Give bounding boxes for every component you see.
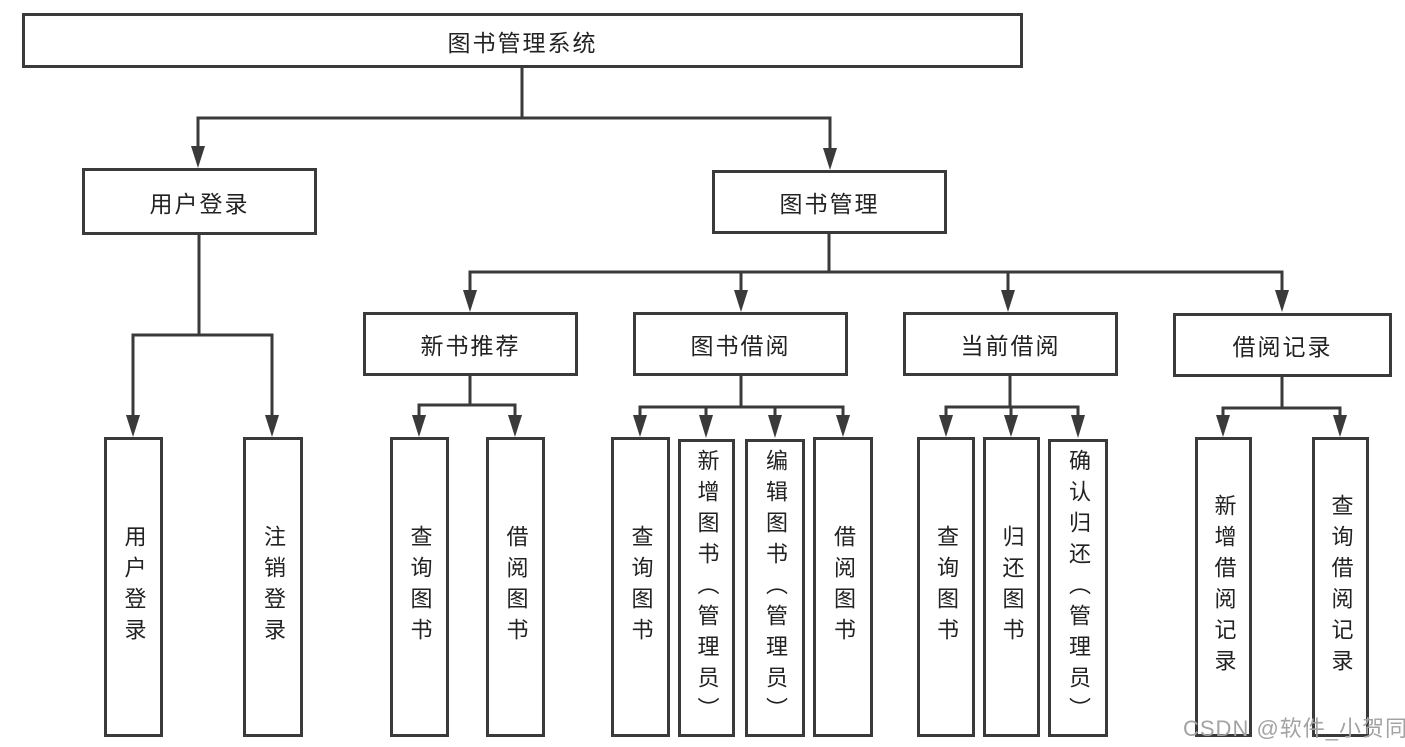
leaf-nbr-query-books: 查询图书 bbox=[390, 437, 449, 737]
leaf-logout-label: 注销登录 bbox=[261, 525, 286, 649]
node-root: 图书管理系统 bbox=[22, 13, 1023, 68]
leaf-br-query-record-label: 查询借阅记录 bbox=[1328, 494, 1354, 680]
leaf-bb-add-books-admin: 新增图书（管理员） bbox=[678, 439, 735, 737]
leaf-cb-confirm-return-admin: 确认归还（管理员） bbox=[1048, 439, 1108, 737]
connector-arrowhead bbox=[463, 290, 477, 312]
connector-arrowhead bbox=[1071, 415, 1085, 438]
leaf-br-query-record: 查询借阅记录 bbox=[1312, 437, 1369, 737]
node-current-borrowing: 当前借阅 bbox=[903, 312, 1118, 376]
connector-arrowhead bbox=[191, 146, 205, 168]
leaf-bb-add-books-admin-label: 新增图书（管理员） bbox=[694, 448, 720, 728]
leaf-bb-query-books: 查询图书 bbox=[611, 437, 670, 737]
leaf-cb-query-books: 查询图书 bbox=[917, 437, 975, 737]
connector-arrowhead bbox=[126, 415, 140, 437]
connector-arrowhead bbox=[734, 290, 748, 312]
leaf-user-login: 用户登录 bbox=[104, 437, 163, 737]
leaf-bb-borrow-books: 借阅图书 bbox=[813, 437, 873, 737]
leaf-cb-return-books: 归还图书 bbox=[983, 437, 1040, 737]
leaf-cb-return-books-label: 归还图书 bbox=[999, 525, 1025, 649]
leaf-br-add-record-label: 新增借阅记录 bbox=[1211, 494, 1237, 680]
connector-arrowhead bbox=[633, 415, 647, 437]
connector-arrowhead bbox=[1333, 415, 1347, 437]
connector-arrowhead bbox=[412, 415, 426, 437]
leaf-bb-edit-books-admin-label: 编辑图书（管理员） bbox=[763, 448, 788, 728]
connector-arrowhead bbox=[768, 415, 782, 438]
node-user-login-label: 用户登录 bbox=[149, 190, 250, 217]
node-user-login: 用户登录 bbox=[82, 168, 317, 235]
node-book-borrowing: 图书借阅 bbox=[633, 312, 848, 376]
node-book-borrowing-label: 图书借阅 bbox=[690, 333, 791, 359]
leaf-br-add-record: 新增借阅记录 bbox=[1195, 437, 1252, 737]
connector-arrowhead bbox=[265, 415, 279, 437]
node-book-management-label: 图书管理 bbox=[779, 191, 880, 217]
node-new-book-recommend: 新书推荐 bbox=[363, 312, 578, 376]
leaf-user-login-label: 用户登录 bbox=[121, 525, 147, 649]
leaf-bb-edit-books-admin: 编辑图书（管理员） bbox=[745, 439, 805, 737]
leaf-nbr-borrow-books-label: 借阅图书 bbox=[503, 525, 529, 649]
connector-arrowhead bbox=[1001, 290, 1015, 312]
node-book-management: 图书管理 bbox=[712, 170, 947, 234]
leaf-nbr-query-books-label: 查询图书 bbox=[407, 525, 433, 649]
leaf-cb-query-books-label: 查询图书 bbox=[934, 525, 959, 649]
connector-arrowhead bbox=[699, 415, 713, 438]
connector-arrowhead bbox=[1216, 415, 1230, 437]
leaf-logout: 注销登录 bbox=[243, 437, 303, 737]
connector-arrowhead bbox=[1275, 290, 1289, 312]
connector-arrowhead bbox=[836, 415, 850, 437]
connector-arrowhead bbox=[823, 148, 837, 170]
node-borrow-records-label: 借阅记录 bbox=[1232, 334, 1333, 360]
connector-arrowhead bbox=[508, 415, 522, 437]
leaf-bb-borrow-books-label: 借阅图书 bbox=[831, 525, 856, 649]
leaf-cb-confirm-return-admin-label: 确认归还（管理员） bbox=[1066, 448, 1091, 728]
node-root-label: 图书管理系统 bbox=[447, 29, 598, 56]
node-borrow-records: 借阅记录 bbox=[1173, 313, 1392, 377]
leaf-bb-query-books-label: 查询图书 bbox=[628, 525, 654, 649]
connector-arrowhead bbox=[1004, 415, 1018, 437]
node-current-borrowing-label: 当前借阅 bbox=[960, 333, 1061, 359]
leaf-nbr-borrow-books: 借阅图书 bbox=[486, 437, 545, 737]
watermark: CSDN @软件_小贺同学 bbox=[1183, 716, 1405, 741]
connector-arrowhead bbox=[939, 415, 953, 437]
node-new-book-recommend-label: 新书推荐 bbox=[420, 333, 521, 359]
